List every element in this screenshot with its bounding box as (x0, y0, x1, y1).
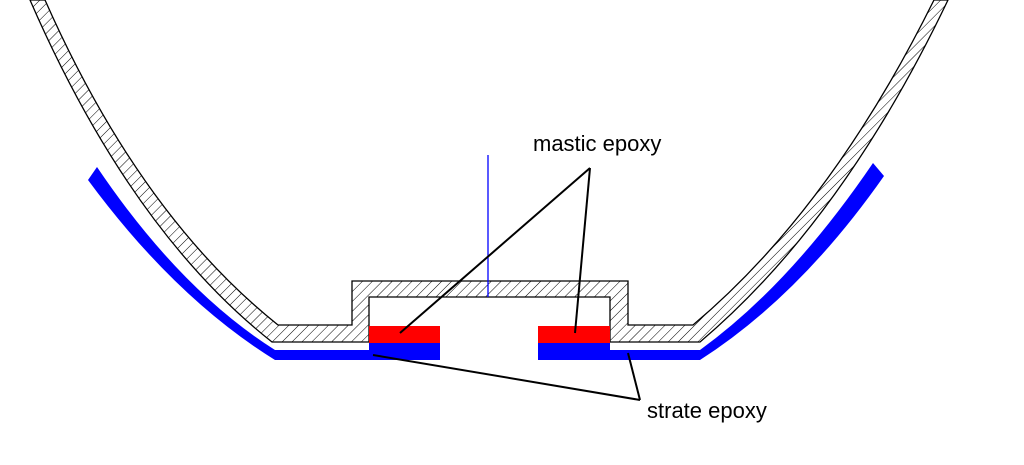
hull-wall-section (29, 0, 949, 343)
mastic-leader-line-right (574, 167, 591, 334)
strate-epoxy-layer-left (88, 167, 440, 360)
mastic-epoxy-pad-right (538, 326, 610, 343)
mastic-epoxy-label: mastic epoxy (533, 131, 661, 156)
strate-leader-line-right (627, 352, 641, 401)
strate-leader-line-left (372, 354, 641, 401)
strate-epoxy-layer-right (538, 163, 884, 360)
mastic-epoxy-pad-left (369, 326, 440, 343)
mastic-leader-line-left (399, 167, 591, 334)
strate-epoxy-under-pad-left (369, 343, 440, 360)
strate-epoxy-label: strate epoxy (647, 398, 767, 423)
strate-epoxy-under-pad-right (538, 343, 610, 360)
